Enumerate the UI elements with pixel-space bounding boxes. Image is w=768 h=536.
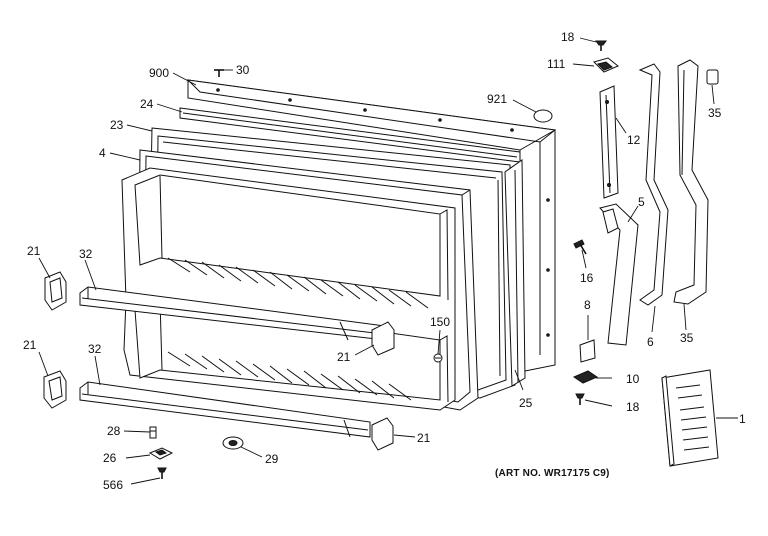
callout-26: 26 [103, 451, 117, 465]
callout-21-lower: 21 [417, 431, 431, 445]
shelf-ribs-upper [167, 257, 429, 309]
callout-21-mid: 21 [337, 350, 351, 364]
handle-cap-35 [706, 69, 719, 85]
callout-24: 24 [140, 97, 154, 111]
callout-150: 150 [430, 315, 451, 329]
callout-16: 16 [580, 271, 594, 285]
plug-29 [222, 436, 244, 450]
callout-6: 6 [647, 335, 654, 349]
bar-end-cap-left-top [44, 271, 67, 311]
callout-21-left-top: 21 [27, 244, 41, 258]
door-side-seal [504, 159, 526, 387]
callout-30: 30 [236, 63, 250, 77]
callout-29: 29 [265, 452, 279, 466]
spacer-28 [149, 426, 157, 439]
hinge-block [593, 57, 619, 73]
owners-manual [661, 369, 719, 467]
handle-strap-6 [638, 63, 669, 306]
callout-32-bottom: 32 [88, 342, 102, 356]
screw-upper-right [595, 40, 607, 51]
hinge-plate [599, 85, 619, 199]
outer-door-panel [186, 79, 557, 373]
bar-end-cap-right-bottom [371, 417, 394, 451]
callout-8: 8 [584, 298, 591, 312]
callout-18-bottom: 18 [626, 400, 640, 414]
callout-35-bottom: 35 [680, 331, 694, 345]
screw-top [214, 69, 224, 77]
leader-lines [38, 37, 738, 485]
callout-566: 566 [103, 478, 124, 492]
liner-clip [433, 353, 443, 363]
callout-21-left-bottom: 21 [23, 338, 37, 352]
clip-26 [148, 447, 174, 460]
callout-921: 921 [487, 92, 508, 106]
callout-1: 1 [739, 412, 746, 426]
callout-23: 23 [110, 118, 124, 132]
callout-111: 111 [547, 57, 566, 71]
door-liner-shelves [121, 167, 456, 411]
screw-lower [575, 393, 585, 405]
handle-35 [673, 59, 709, 305]
callout-25: 25 [519, 396, 533, 410]
callout-10: 10 [626, 372, 640, 386]
callout-18-top: 18 [561, 30, 575, 44]
screw-566 [157, 467, 167, 479]
callout-35-top: 35 [708, 106, 722, 120]
callout-4: 4 [99, 146, 106, 160]
callout-5: 5 [638, 195, 645, 209]
callout-32-top: 32 [79, 247, 93, 261]
art-number: (ART NO. WR17175 C9) [495, 468, 610, 479]
handle-bracket [599, 203, 639, 346]
plug-button [533, 109, 553, 123]
door-bar-lower [79, 381, 371, 438]
shelf-ribs-lower [167, 351, 412, 401]
shim [579, 339, 596, 363]
screw-16 [573, 239, 587, 255]
callout-28: 28 [107, 424, 121, 438]
bottom-hinge [572, 370, 599, 384]
callout-900: 900 [149, 66, 170, 80]
bar-end-cap-left-bottom [43, 370, 67, 409]
bar-end-cap-right-top [371, 321, 395, 356]
callout-12: 12 [627, 133, 641, 147]
